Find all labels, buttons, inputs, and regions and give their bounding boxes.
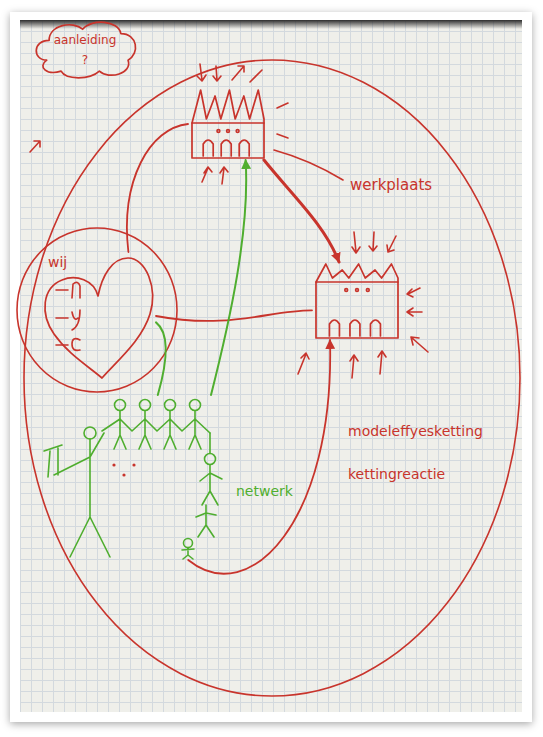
figure-body [139,411,151,449]
heart-shape: wij [36,252,156,380]
linked-arms [102,419,210,433]
node-label: netwerk [236,483,293,500]
sawtooth-roof [316,264,398,282]
factory-building: werkplaats [188,88,268,160]
cloud-outline [36,22,135,78]
dot [132,463,135,466]
figure-head [184,539,193,548]
figure-head [115,400,126,411]
heart-outline [45,258,153,378]
tick-arrow [407,288,420,297]
enclosing-circle [24,60,520,696]
figure-head [165,400,176,411]
figure-body [164,411,176,449]
factory-dot [217,130,220,133]
figure-sketch [44,445,62,477]
factory-dot [356,289,359,292]
factory-dot [236,130,239,133]
leader-line [274,150,343,180]
factory-windows [329,320,380,336]
node-outline [30,16,140,80]
tick-arrow [411,337,428,352]
tick-arrow [220,167,228,184]
figure-body [196,505,216,537]
tick-arrow [407,308,422,316]
node-label: wij [48,254,67,271]
tick-arrow [197,64,206,81]
red-dots [112,463,135,476]
figure-head [190,400,201,411]
connector [188,340,330,574]
factory-building [312,262,402,340]
photo-edge [20,20,522,29]
people-network: netwerk [40,395,230,560]
factory-dot [366,289,369,292]
factory-wall [316,282,398,338]
factory-windows [203,140,249,156]
tick-mark [277,134,288,138]
heart-mark [56,282,80,298]
tick-mark [277,103,288,108]
tick-arrow [298,353,309,374]
figure-head [140,400,151,411]
figure-head [205,454,216,465]
dot [112,463,115,466]
connector [156,310,312,321]
connector [211,160,246,395]
outline-strokes [192,90,264,158]
node-label: aanleiding [54,33,117,47]
tick-arrow [387,236,396,252]
node-label: ? [82,53,88,67]
connector [156,322,166,395]
node-outline [312,262,402,340]
tick-arrow [202,167,212,182]
factory-dot [345,289,348,292]
heart-circle [17,228,177,392]
red-sketch [17,60,520,696]
figure-body [200,433,222,505]
figure-body [54,433,110,557]
dot [122,473,125,476]
outline-strokes [44,400,222,560]
cloud-shape: aanleiding? [30,16,140,80]
tick-mark [250,70,262,82]
outline-strokes [45,258,153,378]
annotation-text: kettingreactie [348,466,445,483]
outline-strokes [36,22,135,78]
figure-body [189,411,201,449]
tick-arrow [352,232,360,253]
node-outline [40,395,230,560]
figure-body [114,411,126,449]
tick-arrow [350,355,358,378]
connector [127,124,188,252]
sawtooth-roof [192,90,264,123]
tick-arrow [369,232,377,251]
tick-arrow [30,141,40,152]
node-outline [188,88,268,160]
node-label: werkplaats [350,176,432,194]
tick-arrow [378,351,386,374]
factory-dot [227,130,230,133]
outline-strokes [316,264,398,338]
grid-paper [20,20,522,712]
node-outline [36,252,156,380]
factory-wall [192,123,264,158]
heart-mark [56,310,80,330]
tick-arrow [232,66,244,80]
tick-arrow [213,66,221,81]
figure-head [84,427,96,439]
connector [264,160,339,262]
annotation-text: modeleffyesketting [348,423,483,440]
figure-body [182,548,194,559]
